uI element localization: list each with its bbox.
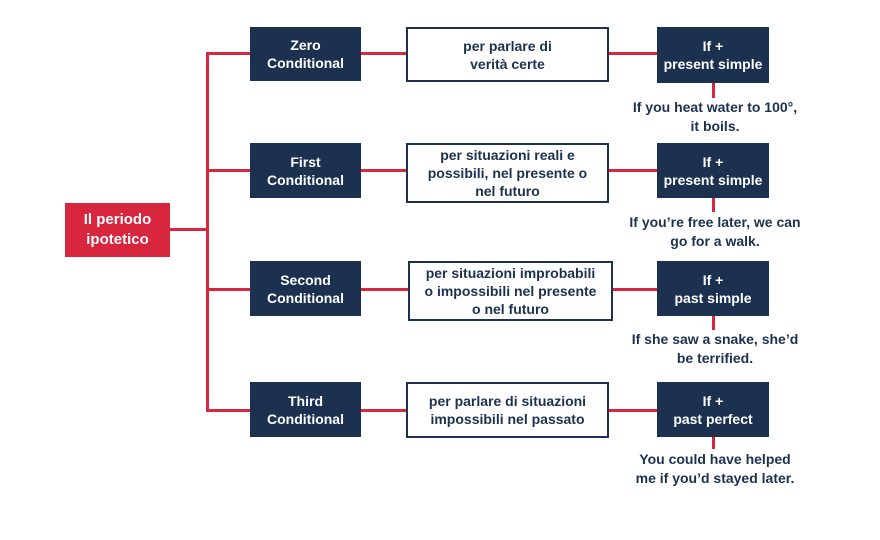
conditional-description-second: per situazioni improbabili o impossibili… (408, 261, 613, 321)
conditional-name-zero: Zero Conditional (250, 27, 361, 81)
description-to-structure-zero (608, 52, 660, 55)
conditional-structure-first: If + present simple (657, 143, 769, 198)
description-to-structure-first (608, 169, 660, 172)
branch-line-third (206, 409, 252, 412)
structure-to-example-second (712, 316, 715, 330)
conditional-structure-second: If + past simple (657, 261, 769, 316)
conditional-description-zero: per parlare di verità certe (406, 27, 609, 82)
conditional-structure-third: If + past perfect (657, 382, 769, 437)
name-to-description-zero (360, 52, 408, 55)
root-connector (168, 228, 208, 231)
conditional-example-zero: If you heat water to 100°, it boils. (632, 99, 798, 134)
root-node: Il periodo ipotetico (65, 203, 170, 257)
branch-line-first (206, 169, 252, 172)
branch-line-second (206, 288, 252, 291)
description-to-structure-second (612, 288, 660, 291)
conditional-example-third: You could have helped me if you’d stayed… (635, 451, 795, 486)
conditional-name-second: Second Conditional (250, 261, 361, 316)
description-to-structure-third (608, 409, 660, 412)
structure-to-example-first (712, 198, 715, 212)
name-to-description-first (360, 169, 408, 172)
name-to-description-third (360, 409, 408, 412)
name-to-description-second (360, 288, 410, 291)
structure-to-example-zero (712, 82, 715, 98)
branch-line-zero (206, 52, 252, 55)
conditional-name-third: Third Conditional (250, 382, 361, 437)
trunk-line (206, 52, 209, 412)
conditional-name-first: First Conditional (250, 143, 361, 198)
conditional-structure-zero: If + present simple (657, 27, 769, 83)
conditional-example-first: If you’re free later, we can go for a wa… (629, 214, 801, 249)
structure-to-example-third (712, 437, 715, 449)
conditional-description-first: per situazioni reali e possibili, nel pr… (406, 143, 609, 203)
conditional-description-third: per parlare di situazioni impossibili ne… (406, 382, 609, 438)
conditional-example-second: If she saw a snake, she’d be terrified. (631, 331, 799, 366)
